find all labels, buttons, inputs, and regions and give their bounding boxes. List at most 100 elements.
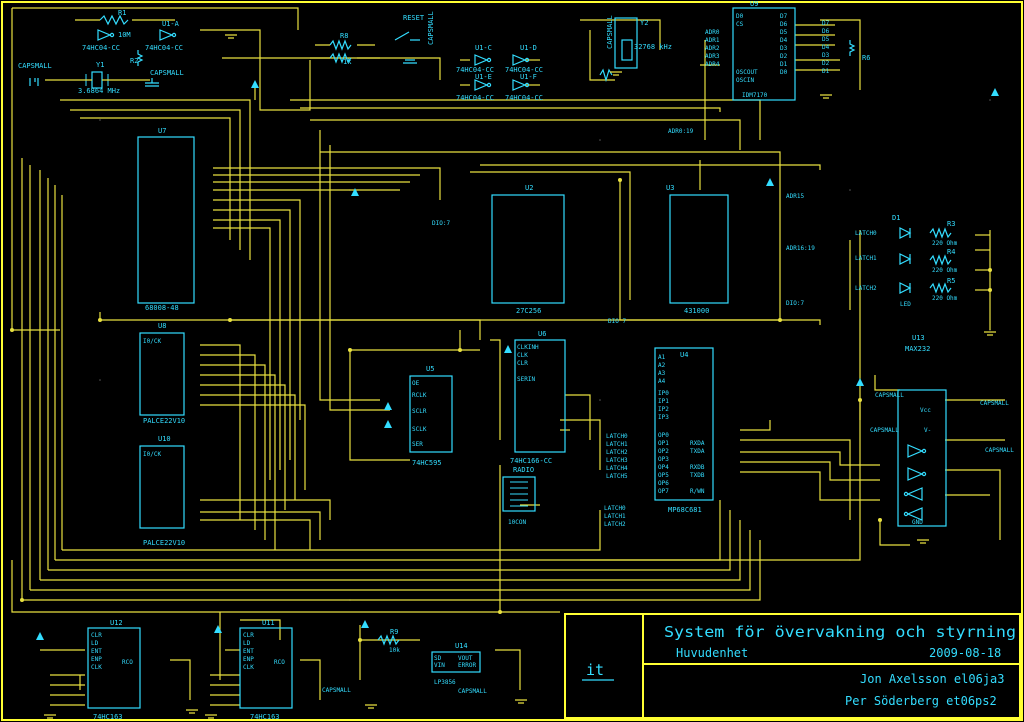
svg-text:VOUT: VOUT [458, 655, 473, 662]
svg-text:D4: D4 [822, 44, 830, 51]
svg-text:LATCH1: LATCH1 [604, 513, 626, 520]
svg-text:LATCH2: LATCH2 [606, 449, 628, 456]
svg-text:U1-A: U1-A [162, 20, 180, 28]
svg-text:R6: R6 [862, 54, 870, 62]
author2-text: Per Söderberg et06ps2 [845, 694, 997, 708]
svg-text:CAPSMALL: CAPSMALL [985, 447, 1014, 454]
svg-text:10M: 10M [118, 31, 131, 39]
svg-text:74HC04-CC: 74HC04-CC [145, 44, 183, 52]
title-block: System för övervakning och styrning Huvu… [564, 613, 1021, 719]
svg-text:R/WN: R/WN [690, 488, 705, 495]
svg-text:CLR: CLR [91, 632, 102, 639]
svg-text:D5: D5 [822, 36, 830, 43]
svg-text:OSCOUT: OSCOUT [736, 69, 758, 76]
u8-pal: U8 I0/CK PALCE22V10 [139, 322, 185, 425]
svg-text:U7: U7 [158, 127, 166, 135]
svg-text:ENP: ENP [91, 656, 102, 663]
svg-text:74HC04-CC: 74HC04-CC [456, 66, 494, 74]
svg-text:R3: R3 [947, 220, 955, 228]
svg-text:LATCH3: LATCH3 [606, 457, 628, 464]
svg-text:SCLR: SCLR [412, 408, 427, 415]
svg-text:RESET: RESET [403, 14, 425, 22]
svg-text:220 Ohm: 220 Ohm [932, 295, 958, 302]
vcc-arrows [36, 80, 999, 640]
svg-text:RCO: RCO [274, 659, 285, 666]
svg-text:CAPSMALL: CAPSMALL [606, 15, 614, 49]
svg-text:A1: A1 [658, 354, 666, 361]
svg-text:V-: V- [924, 427, 931, 434]
svg-text:ADR0: ADR0 [705, 29, 720, 36]
svg-text:MAX232: MAX232 [905, 345, 930, 353]
svg-text:LATCH2: LATCH2 [604, 521, 626, 528]
svg-text:Y2: Y2 [640, 19, 648, 27]
svg-text:SD: SD [434, 655, 442, 662]
svg-text:RXDA: RXDA [690, 440, 705, 447]
svg-text:OP7: OP7 [658, 488, 669, 495]
svg-text:CLK: CLK [91, 664, 102, 671]
svg-text:OSCIN: OSCIN [736, 77, 754, 84]
u7-cpu: U7 68008-48 [137, 127, 195, 312]
svg-text:RADIO: RADIO [513, 466, 534, 474]
svg-text:LD: LD [243, 640, 251, 647]
svg-text:IDM7170: IDM7170 [742, 92, 768, 99]
svg-text:ERROR: ERROR [458, 662, 476, 669]
svg-text:R4: R4 [947, 248, 955, 256]
ground-symbols [44, 34, 996, 719]
svg-text:220 Ohm: 220 Ohm [932, 240, 958, 247]
date-text: 2009-08-18 [929, 646, 1001, 660]
svg-text:OP2: OP2 [658, 448, 669, 455]
svg-text:GND: GND [912, 519, 923, 526]
svg-text:U14: U14 [455, 642, 468, 650]
svg-text:ADR1: ADR1 [705, 37, 720, 44]
svg-text:D6: D6 [780, 21, 788, 28]
svg-text:U1-C: U1-C [475, 44, 492, 52]
svg-text:OP6: OP6 [658, 480, 669, 487]
junction-dots [10, 178, 992, 642]
svg-text:CAPSMALL: CAPSMALL [18, 62, 52, 70]
svg-text:U3: U3 [666, 184, 674, 192]
u1-inverters: U1-C 74HC04-CC U1-D 74HC04-CC U1-E 74HC0… [456, 44, 543, 102]
svg-text:PALCE22V10: PALCE22V10 [143, 539, 185, 547]
svg-text:D3: D3 [822, 52, 830, 59]
reset-section: R8 1k RESET CAPSMALL [310, 11, 435, 66]
svg-text:CS: CS [736, 21, 744, 28]
svg-text:ADR0:19: ADR0:19 [668, 128, 694, 135]
svg-text:Y1: Y1 [96, 61, 104, 69]
svg-text:CLK: CLK [243, 664, 254, 671]
svg-text:74HC163: 74HC163 [93, 713, 123, 721]
svg-text:U1-D: U1-D [520, 44, 537, 52]
title-text: System för övervakning och styrning [664, 623, 1016, 641]
led-section: D1 LATCH0 LATCH1 LATCH2 R3 220 Ohm R4 22… [855, 214, 958, 308]
svg-text:D0: D0 [736, 13, 744, 20]
svg-text:431000: 431000 [684, 307, 709, 315]
svg-text:R1: R1 [118, 9, 126, 17]
svg-text:TXDB: TXDB [690, 472, 705, 479]
u10-pal: U10 I0/CK PALCE22V10 [139, 435, 185, 547]
svg-text:U5: U5 [426, 365, 434, 373]
svg-text:ADR2: ADR2 [705, 45, 720, 52]
svg-text:SER: SER [412, 441, 423, 448]
svg-text:32768 kHz: 32768 kHz [634, 43, 672, 51]
svg-text:IP3: IP3 [658, 414, 669, 421]
svg-text:74HC163: 74HC163 [250, 713, 280, 721]
radio-connector: RADIO 10CON [502, 466, 536, 526]
svg-text:LATCH1: LATCH1 [606, 441, 628, 448]
svg-text:74HC04-CC: 74HC04-CC [505, 94, 543, 102]
svg-text:LATCH1: LATCH1 [855, 255, 877, 262]
svg-text:PALCE22V10: PALCE22V10 [143, 417, 185, 425]
svg-text:U9: U9 [750, 0, 758, 8]
svg-text:D4: D4 [780, 37, 788, 44]
svg-text:U4: U4 [680, 351, 688, 359]
svg-text:U13: U13 [912, 334, 925, 342]
svg-text:LATCH0: LATCH0 [855, 230, 877, 237]
svg-text:CAPSMALL: CAPSMALL [150, 69, 184, 77]
svg-text:68008-48: 68008-48 [145, 304, 179, 312]
svg-text:D3: D3 [780, 45, 788, 52]
svg-text:D2: D2 [780, 53, 788, 60]
svg-text:CAPSMALL: CAPSMALL [427, 11, 435, 45]
svg-text:RCLK: RCLK [412, 392, 427, 399]
